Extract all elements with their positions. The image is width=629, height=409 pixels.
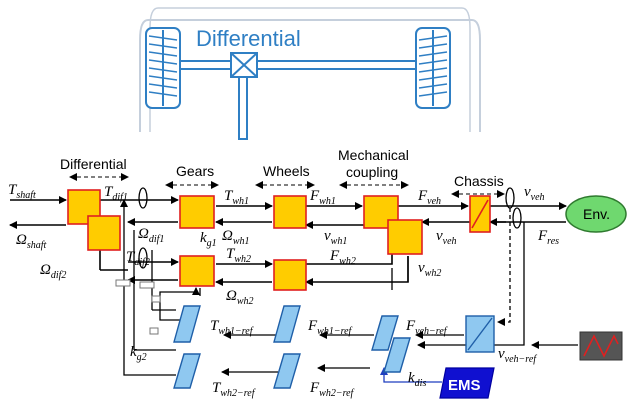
label-k-g1: kg1 [200, 230, 217, 249]
label-k-g2: kg2 [130, 344, 147, 363]
environment-label: Env. [583, 206, 610, 222]
inverse-wheel-1[interactable] [273, 305, 301, 343]
inverse-gear-1[interactable] [173, 305, 201, 343]
reference-source-icon[interactable] [579, 331, 623, 361]
ems-label: EMS [448, 377, 481, 394]
car-body-outline [139, 19, 481, 132]
control-blocks [173, 305, 411, 389]
label-F-wh1-ref: Fwh1−ref [307, 318, 353, 337]
label-Omega-dif2: Ωdif2 [40, 262, 66, 281]
label-T-wh2: Twh2 [226, 246, 251, 265]
label-F-wh1: Fwh1 [309, 188, 336, 207]
left-tire-icon [145, 27, 181, 109]
signal-labels: Tshaft Ωshaft Tdif1 Ωdif1 Tdif2 Ωdif2 kg… [8, 182, 559, 399]
inverse-gear-2[interactable] [173, 353, 201, 389]
differential-box-icon [230, 52, 258, 78]
label-k-dis: kdis [408, 370, 426, 389]
label-Omega-dif1: Ωdif1 [138, 226, 164, 245]
wheel-block-2[interactable] [273, 259, 307, 291]
label-F-wh2-ref: Fwh2−ref [309, 380, 355, 399]
chassis-slash [471, 199, 489, 229]
label-Omega-wh2: Ωwh2 [226, 288, 254, 307]
differential-title: Differential [196, 26, 301, 51]
axle-and-shaft [179, 60, 417, 140]
header-coupling: coupling [346, 164, 398, 180]
label-v-veh-env: vveh [524, 184, 545, 203]
label-T-dif2: Tdif2 [126, 249, 150, 268]
header-chassis: Chassis [454, 173, 504, 189]
differential-block-1[interactable] [67, 189, 101, 225]
label-F-wh2: Fwh2 [329, 248, 356, 267]
header-wheels: Wheels [263, 163, 310, 179]
inverse-coupling-1[interactable] [371, 315, 399, 351]
label-T-dif1: Tdif1 [104, 184, 128, 203]
label-T-shaft: Tshaft [8, 182, 36, 201]
label-T-wh1: Twh1 [224, 188, 249, 207]
right-tire-icon [415, 27, 451, 109]
vehicle-illustration: Differential [139, 7, 481, 140]
label-T-wh1-ref: Twh1−ref [210, 318, 254, 337]
gear-block-2[interactable] [179, 255, 215, 287]
label-F-res: Fres [537, 228, 559, 247]
differential-block-2[interactable] [87, 215, 121, 251]
header-gears: Gears [176, 163, 214, 179]
label-Omega-shaft: Ωshaft [16, 232, 47, 251]
environment-source[interactable] [565, 195, 627, 233]
label-v-veh-chassis: vveh [436, 228, 457, 247]
header-differential: Differential [60, 156, 127, 172]
header-mechanical: Mechanical [338, 147, 409, 163]
label-T-wh2-ref: Twh2−ref [212, 380, 256, 399]
inverse-wheel-2[interactable] [273, 353, 301, 389]
inverse-coupling-2[interactable] [383, 337, 411, 373]
inverse-chassis-slash [467, 317, 493, 351]
gear-block-1[interactable] [179, 195, 215, 229]
section-headers: Differential Gears Wheels Mechanical cou… [60, 147, 505, 198]
label-F-veh: Fveh [417, 188, 441, 207]
label-v-wh1: vwh1 [324, 228, 347, 247]
ems-block[interactable] [439, 367, 495, 399]
label-v-veh-ref: vveh−ref [498, 346, 537, 365]
coupling-block-2[interactable] [387, 219, 423, 255]
label-F-veh-ref: Fveh−ref [405, 318, 448, 337]
label-v-wh2: vwh2 [418, 260, 441, 279]
coupling-connectors [115, 279, 161, 335]
wheel-block-1[interactable] [273, 195, 307, 229]
label-Omega-wh1: Ωwh1 [222, 228, 250, 247]
